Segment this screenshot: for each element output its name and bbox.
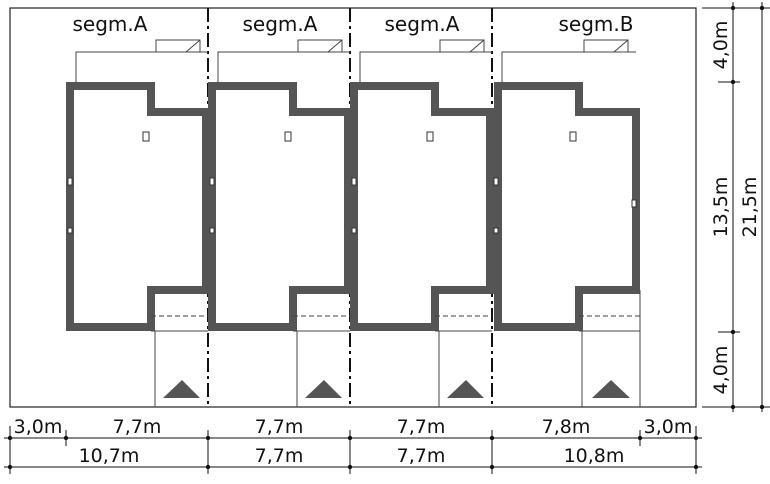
dim-row2-1: 10,7m xyxy=(79,445,140,467)
dim-row2-2: 7,7m xyxy=(255,445,304,467)
house-walls-4 xyxy=(494,82,640,331)
dim-row1-2: 7,7m xyxy=(113,416,162,438)
terrace-3 xyxy=(359,51,492,82)
entrance-marker-1 xyxy=(163,380,200,398)
dim-row1-6: 3,0m xyxy=(644,416,693,438)
dim-right-3: 4,0m xyxy=(710,346,732,395)
segment-label-2: segm.A xyxy=(243,12,318,36)
terrace-1 xyxy=(75,51,208,82)
dim-row1-3: 7,7m xyxy=(255,416,304,438)
dim-row1-1: 3,0m xyxy=(14,416,63,438)
dim-row1-5: 7,8m xyxy=(542,416,591,438)
terrace-4 xyxy=(501,51,636,82)
dim-right-2: 13,5m xyxy=(710,177,732,238)
entrance-marker-3 xyxy=(447,380,484,398)
house-walls-3 xyxy=(350,82,494,331)
entrance-marker-4 xyxy=(592,380,630,398)
plot-boundary xyxy=(9,7,697,408)
house-walls-2 xyxy=(208,82,352,331)
segment-label-1: segm.A xyxy=(73,12,148,36)
dim-right-total: 21,5m xyxy=(739,177,761,238)
terrace-2 xyxy=(217,51,350,82)
dim-right-1: 4,0m xyxy=(710,21,732,70)
entrance-marker-2 xyxy=(305,380,342,398)
dim-row1-4: 7,7m xyxy=(397,416,446,438)
dim-row2-4: 10,8m xyxy=(564,445,625,467)
segment-label-3: segm.A xyxy=(385,12,460,36)
segment-label-4: segm.B xyxy=(559,12,634,36)
dim-row2-3: 7,7m xyxy=(397,445,446,467)
house-walls-1 xyxy=(66,82,210,331)
